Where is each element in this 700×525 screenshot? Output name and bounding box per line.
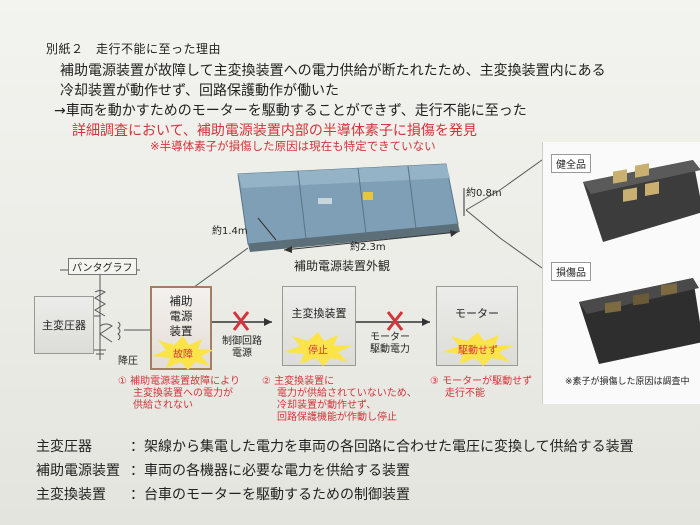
def-term-2: 補助電源装置 <box>36 463 120 479</box>
photo-note: ※素子が損傷した原因は調査中 <box>565 377 690 387</box>
def-desc-1: ：架線から集電した電力を車両の各回路に合わせた電圧に変換して供給する装置 <box>130 439 634 455</box>
converter-status-burst: 停止 <box>282 332 354 366</box>
main-transformer-label: 主変圧器 <box>42 319 86 332</box>
aux-status-text: 故障 <box>173 349 193 361</box>
motor-power-label: モーター 駆動電力 <box>370 332 410 355</box>
dimension-lines <box>257 188 465 253</box>
component-photos <box>579 160 700 364</box>
cut-mark-1 <box>232 311 250 331</box>
dim-height: 約0.8m <box>466 188 502 199</box>
aux-status-burst: 故障 <box>150 336 216 370</box>
control-power-label: 制御回路 電源 <box>222 336 262 359</box>
page-heading: 別紙２ 走行不能に至った理由 <box>46 42 222 56</box>
finding-text: 詳細調査において、補助電源装置内部の半導体素子に損傷を発見 <box>72 123 477 139</box>
cut-mark-2 <box>386 311 404 331</box>
pantograph-label: パンタグラフ <box>68 258 137 275</box>
device-caption: 補助電源装置外観 <box>294 259 391 273</box>
dim-width: 約2.3m <box>350 242 386 253</box>
aux-power-unit-photo <box>237 163 460 252</box>
healthy-label: 健全品 <box>551 154 591 173</box>
summary-line-3: →車両を動かすためのモーターを駆動することができず、走行不能に至った <box>54 103 527 119</box>
def-desc-3: ：台車のモーターを駆動するための制御装置 <box>130 487 410 503</box>
def-term-3: 主変換装置 <box>36 487 106 503</box>
cause-1: ① 補助電源装置故障により 主変換装置への電力が 供給されない <box>118 376 240 411</box>
summary-line-2: 冷却装置が動作せず、回路保護動作が働いた <box>60 83 340 99</box>
cause-2: ② 主変換装置に 電力が供給されていないため、 冷却装置が動作せず、 回路保護機… <box>262 376 417 423</box>
def-term-1: 主変圧器 <box>36 439 92 455</box>
converter-status-text: 停止 <box>308 345 328 357</box>
step-down-label: 降圧 <box>118 356 138 367</box>
main-transformer-box: 主変圧器 <box>34 296 94 354</box>
aux-power-label: 補助 電源 装置 <box>169 294 193 338</box>
motor-label: モーター <box>455 307 499 320</box>
dim-depth: 約1.4m <box>212 226 248 237</box>
damaged-label: 損傷品 <box>551 262 591 281</box>
finding-note: ※半導体素子が損傷した原因は現在も特定できていない <box>150 139 436 153</box>
cause-3: ③ モーターが駆動せず 走行不能 <box>430 376 533 399</box>
motor-status-text: 駆動せず <box>458 345 498 357</box>
def-desc-2: ：車両の各機器に必要な電力を供給する装置 <box>130 463 410 479</box>
component-photo-panel: 健全品 損傷品 ※素子が損傷した原因は調査中 <box>542 142 700 404</box>
motor-status-burst: 駆動せず <box>440 332 516 366</box>
main-converter-label: 主変換装置 <box>291 307 347 320</box>
summary-line-1: 補助電源装置が故障して主変換装置への電力供給が断たれたため、主変換装置内にある <box>60 63 606 79</box>
